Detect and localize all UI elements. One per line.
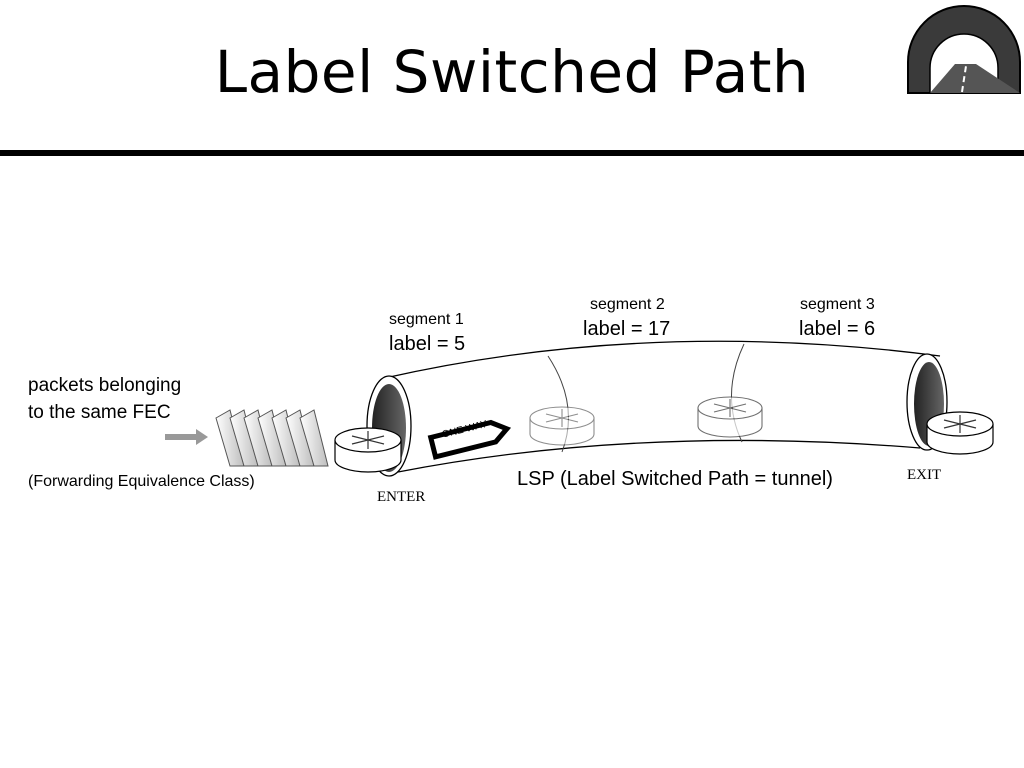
segment-3-name: segment 3	[800, 296, 875, 313]
segment-2-label: label = 17	[583, 318, 671, 340]
tunnel-top-edge	[384, 340, 941, 379]
ingress-router-icon	[334, 427, 402, 473]
fec-text-line1: packets belonging	[28, 375, 182, 396]
segment-1-label: label = 5	[389, 333, 466, 355]
enter-label: ENTER	[377, 489, 426, 505]
tunnel-bottom-edge	[397, 439, 921, 473]
egress-router-icon	[926, 411, 994, 455]
exit-label: EXIT	[907, 467, 942, 483]
segment-2-name: segment 2	[590, 296, 665, 313]
fec-text-line2: to the same FEC	[28, 402, 171, 423]
title-divider	[0, 150, 1024, 156]
fec-definition: (Forwarding Equivalence Class)	[28, 473, 255, 490]
packet-stack-icon	[215, 409, 329, 467]
segment-3-label: label = 6	[799, 318, 876, 340]
segment-1-name: segment 1	[389, 311, 464, 328]
transit-router-2-icon	[697, 396, 763, 438]
fec-arrow-icon	[165, 429, 208, 445]
transit-router-1-icon	[529, 406, 595, 446]
slide-title: Label Switched Path	[214, 38, 810, 106]
one-way-sign-icon	[427, 419, 512, 460]
lsp-caption: LSP (Label Switched Path = tunnel)	[517, 468, 833, 490]
